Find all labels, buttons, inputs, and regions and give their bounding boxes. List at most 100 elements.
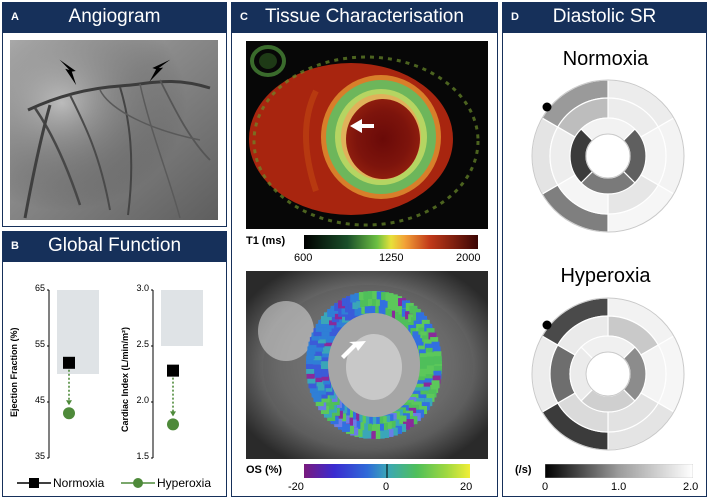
os-tile	[428, 389, 437, 398]
panel-letter: C	[240, 11, 248, 23]
ef-chart	[47, 289, 99, 459]
os-tile	[315, 378, 324, 387]
panel-header: D Diastolic SR	[503, 3, 706, 33]
os-tile	[424, 378, 433, 387]
os-tile	[385, 428, 394, 437]
os-tile	[315, 323, 324, 332]
os-tile	[433, 365, 442, 374]
os-tile	[313, 328, 322, 337]
arrow-icon	[350, 119, 374, 133]
ef-tick: 55	[34, 339, 45, 349]
os-tile	[306, 370, 315, 379]
arrowhead-icon	[66, 400, 72, 406]
os-tile	[426, 393, 435, 402]
os-tile	[308, 341, 317, 350]
os-tile	[431, 341, 440, 350]
os-tile	[309, 384, 318, 393]
ci-tick: 2.0	[136, 395, 149, 405]
panel-header: C Tissue Characterisation	[232, 3, 497, 33]
os-tile	[358, 292, 367, 301]
os-tile	[306, 351, 315, 360]
legend-hyperoxia-marker	[121, 478, 155, 488]
os-tile	[314, 347, 323, 356]
ef-tick: 35	[34, 451, 45, 461]
sr-colorbar-tick: 2.0	[683, 481, 699, 493]
os-tile	[432, 375, 441, 384]
os-tile	[363, 430, 372, 439]
os-tile	[434, 361, 442, 369]
t1-colorbar-tick: 1250	[379, 252, 404, 264]
os-tile	[311, 389, 320, 398]
os-tile	[315, 343, 324, 352]
sr-colorbar-tick: 1.0	[611, 481, 627, 493]
panel-tissue-characterisation: C Tissue Characterisation T1 (ms)	[231, 2, 498, 497]
os-tile	[426, 352, 435, 361]
hyperoxia-point	[167, 418, 179, 431]
panel-title: Global Function	[47, 235, 182, 256]
arrowhead-icon	[170, 411, 176, 417]
os-colorbar-label: OS (%)	[246, 464, 283, 476]
os-colorbar-tick: 0	[383, 481, 390, 493]
os-tile	[306, 356, 315, 365]
t1-map-image	[246, 41, 488, 229]
ef-axis-label: Ejection Fraction (%)	[9, 327, 19, 417]
os-tile	[422, 335, 431, 344]
panel-title: Angiogram	[68, 6, 161, 27]
os-tile	[350, 294, 359, 303]
os-tile	[315, 398, 324, 407]
os-tile	[430, 337, 439, 346]
os-tile	[308, 380, 317, 389]
os-tile	[372, 291, 381, 300]
os-tile	[426, 356, 435, 365]
os-tile	[423, 382, 432, 391]
os-tile	[316, 339, 325, 348]
hyperoxia-title: Hyperoxia	[560, 265, 651, 287]
os-tile	[393, 296, 402, 305]
normal-range-band	[161, 290, 203, 346]
normoxia-point	[63, 356, 75, 369]
os-tile	[317, 386, 326, 395]
os-tile	[393, 425, 402, 434]
t1-colorbar-label: T1 (ms)	[246, 235, 286, 247]
os-tile	[428, 332, 437, 341]
os-tile	[309, 337, 318, 346]
normoxia-point	[167, 364, 179, 377]
panel-global-function: B Global Function Ejection Fraction (%) …	[2, 231, 227, 497]
os-tile	[316, 382, 325, 391]
bullseye-apex	[585, 133, 631, 179]
arrow-icon	[149, 59, 171, 82]
os-tile	[313, 393, 322, 402]
os-tile	[307, 346, 316, 355]
os-tile	[354, 428, 363, 437]
os-tile	[423, 339, 432, 348]
os-tile	[425, 347, 434, 356]
os-tile	[376, 291, 385, 300]
os-map-image	[246, 271, 488, 459]
os-tile	[354, 293, 363, 302]
os-tile	[313, 369, 322, 378]
sr-colorbar-label: (/s)	[515, 464, 532, 476]
panel-angiogram: A Angiogram	[2, 2, 227, 227]
os-tile	[432, 346, 441, 355]
angiogram-image	[10, 40, 218, 220]
panel-header: A Angiogram	[3, 3, 226, 33]
ci-chart	[151, 289, 203, 459]
bullseye-outline	[531, 297, 685, 451]
os-tile	[424, 343, 433, 352]
os-tile	[313, 365, 322, 374]
os-colorbar	[304, 464, 470, 478]
os-tile	[430, 384, 439, 393]
t1-colorbar-tick: 600	[294, 252, 313, 264]
arrow-icon	[341, 341, 366, 359]
panel-letter: A	[11, 11, 19, 23]
os-tile	[341, 298, 350, 307]
panel-letter: D	[511, 11, 519, 23]
os-tile	[426, 328, 435, 337]
ef-tick: 65	[34, 283, 45, 293]
os-colorbar-tick: -20	[288, 481, 304, 493]
os-tile	[314, 374, 323, 383]
os-tile	[376, 430, 385, 439]
os-tile	[398, 423, 407, 432]
os-tile	[389, 427, 398, 436]
os-tile	[419, 357, 428, 366]
